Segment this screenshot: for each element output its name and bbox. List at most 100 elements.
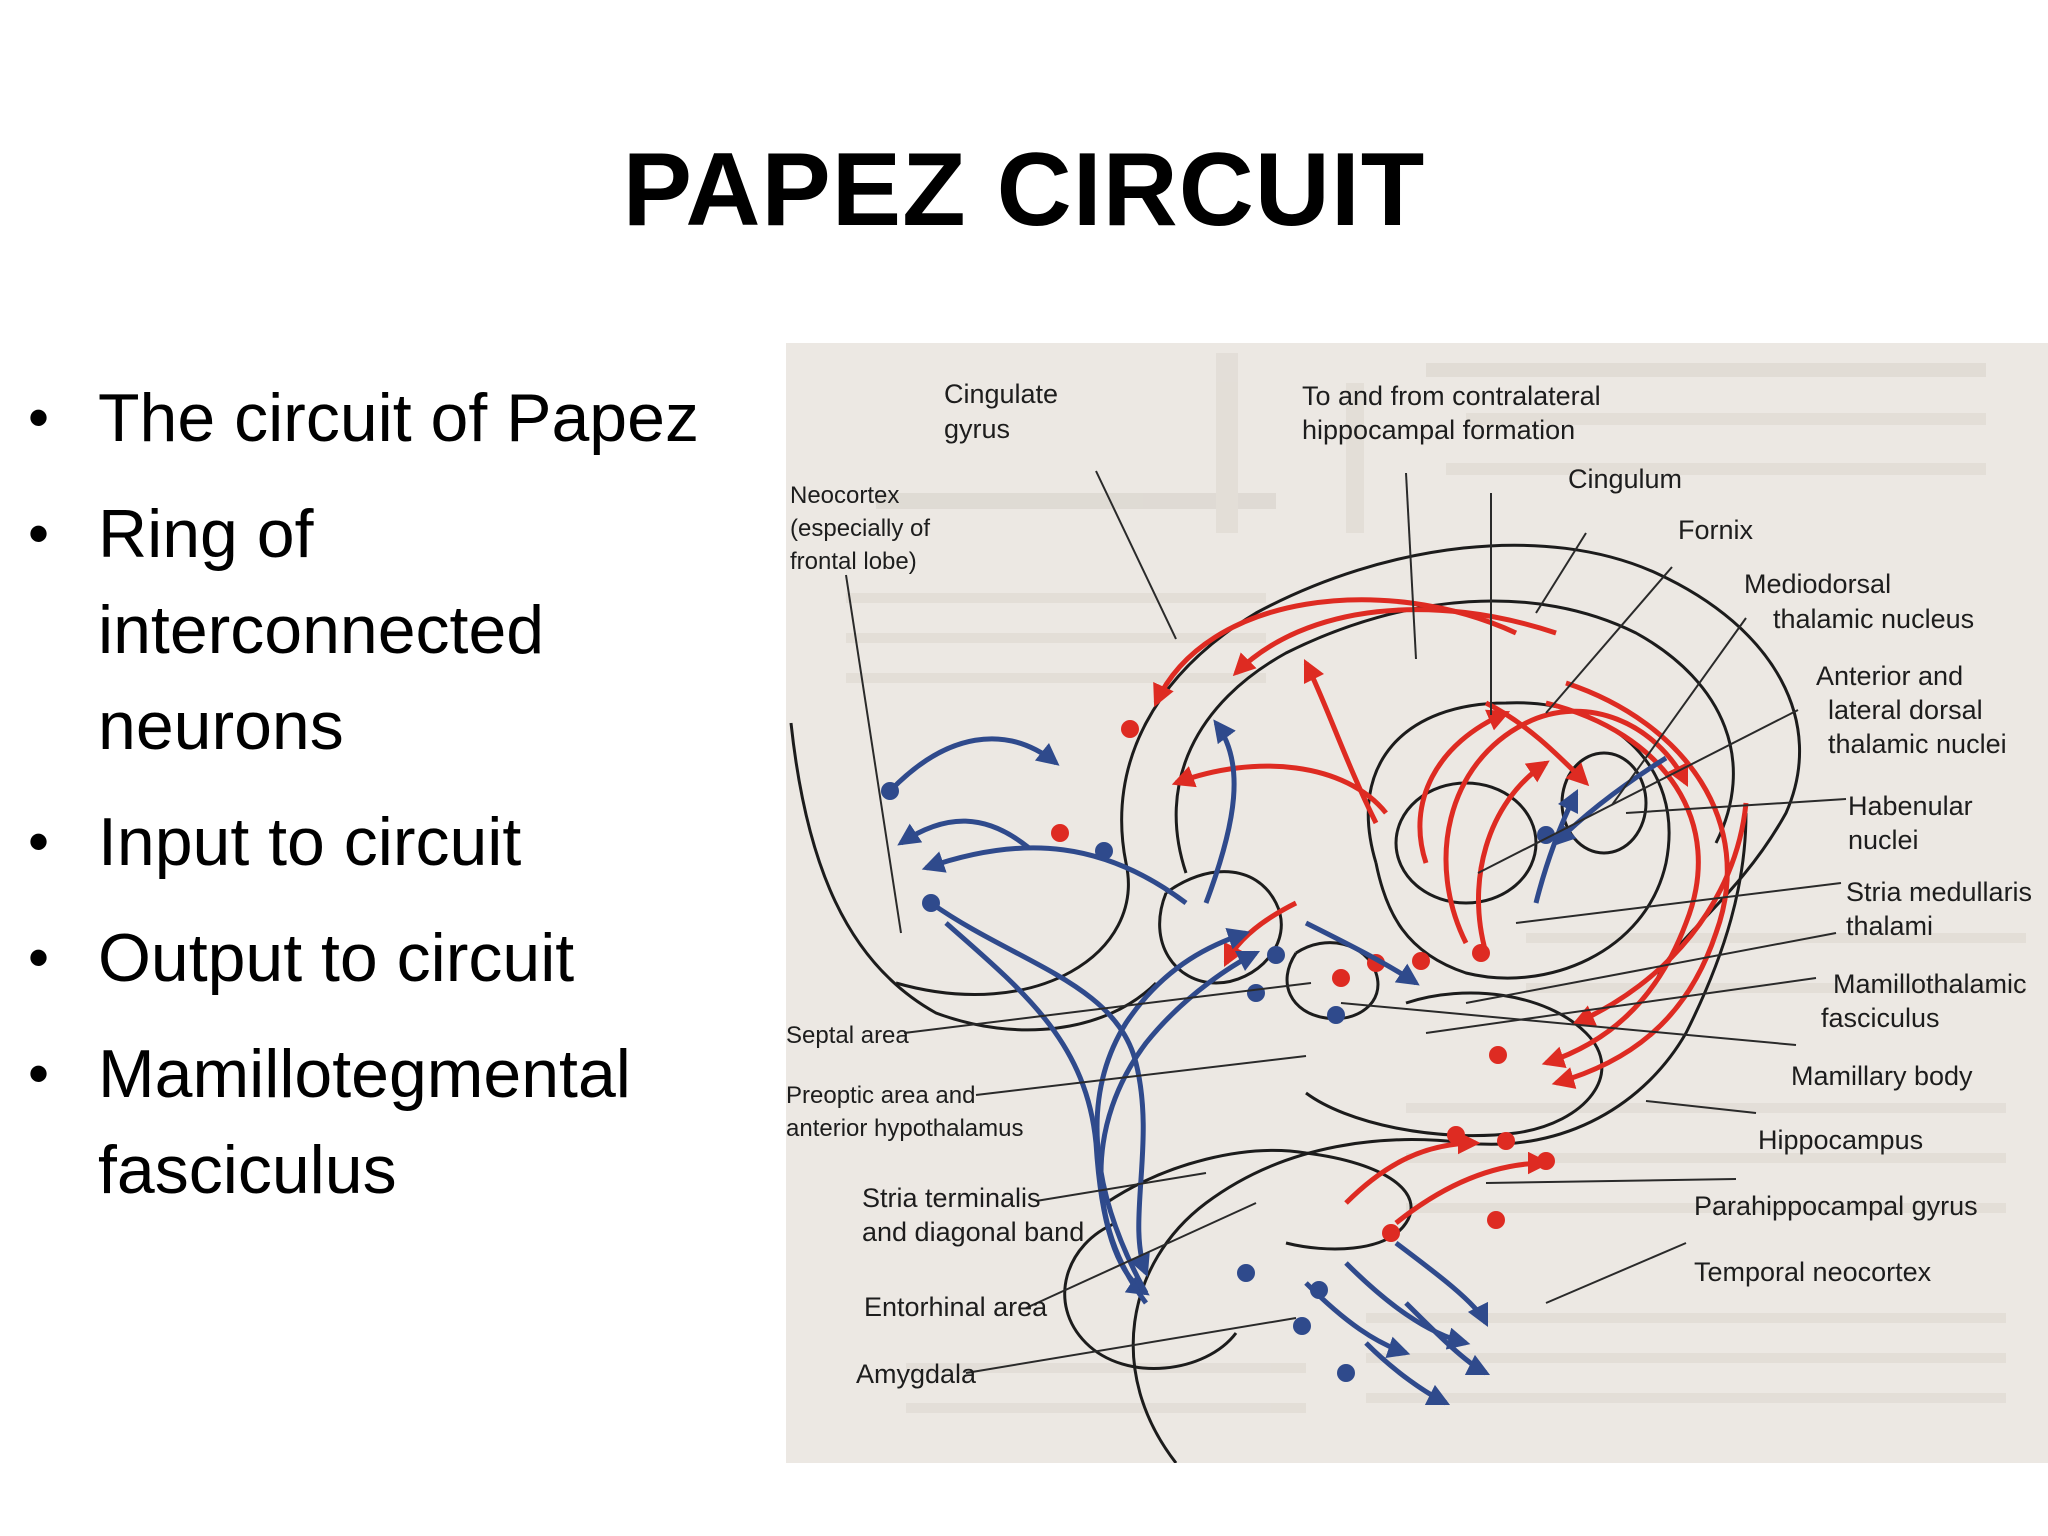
entorhinal-arrow [1394, 1241, 1489, 1328]
papez-circuit-figure: Cingulate gyrus Neocortex (especially of… [786, 343, 2048, 1463]
label-cingulum: Cingulum [1568, 464, 1682, 494]
mamillothalamic-arrow [1417, 709, 1511, 864]
label-mamillothalamic: Mamillothalamic [1833, 969, 2027, 999]
thalamus-body-outline [1366, 701, 1671, 980]
label-temporal-neocortex: Temporal neocortex [1694, 1257, 1932, 1287]
outer-cingulate-outline [895, 543, 1801, 997]
leader-lines [845, 470, 1847, 1374]
circuit-node [1121, 720, 1139, 738]
bullet-text: Mamillotegmental fasciculus [98, 1036, 631, 1208]
neocortex-input-arrow [888, 736, 1060, 793]
label-stria-medullaris: Stria medullaris [1846, 877, 2032, 907]
cingulate-to-hippocampal-arrow [1571, 802, 1749, 1026]
hippocampus-outline [1305, 991, 1604, 1138]
septal-output-arrow [1203, 719, 1237, 904]
circuit-node [1489, 1046, 1507, 1064]
mamillary-outline [1285, 941, 1380, 1021]
input-output-node [1537, 826, 1555, 844]
circuit-node [1472, 944, 1490, 962]
label-habenular: Habenular [1848, 791, 1973, 821]
circuit-node [1497, 1132, 1515, 1150]
thalamic-blue-arrow [1533, 788, 1579, 904]
label-stria-terminalis: Stria terminalis [862, 1183, 1041, 1213]
label-contralateral: To and from contralateral [1302, 381, 1601, 411]
label-fornix: Fornix [1678, 515, 1754, 545]
bullet-item: • Mamillotegmental fasciculus [20, 1026, 760, 1218]
bullet-dot-icon: • [28, 808, 50, 875]
input-output-node [881, 782, 899, 800]
diagonal-band-arrow [1094, 928, 1251, 1295]
label-parahippocampal: Parahippocampal gyrus [1694, 1191, 1978, 1221]
label-anterior-lateral-dorsal: lateral dorsal [1828, 695, 1983, 725]
bullet-dot-icon: • [28, 384, 50, 451]
input-output-node [1095, 842, 1113, 860]
amygdala-arrow [1364, 1341, 1451, 1406]
label-anterior-lateral-dorsal: Anterior and [1816, 661, 1963, 691]
input-output-node [1237, 1264, 1255, 1282]
hippocampal-arrow [1344, 1131, 1481, 1205]
input-output-node [1337, 1364, 1355, 1382]
diagonal-band-arrow [929, 900, 1150, 1278]
cingulum-arrow [1541, 700, 1701, 1068]
label-mediodorsal: Mediodorsal [1744, 569, 1891, 599]
label-mamillary-body: Mamillary body [1791, 1061, 1973, 1091]
label-neocortex: (especially of [790, 515, 930, 542]
papez-circuit-diagram: Cingulate gyrus Neocortex (especially of… [786, 343, 2048, 1463]
bullet-item: • Input to circuit [20, 794, 760, 890]
bullet-text: Output to circuit [98, 920, 575, 996]
label-anterior-lateral-dorsal: thalamic nuclei [1828, 729, 2007, 759]
label-stria-medullaris: thalami [1846, 911, 1933, 941]
paper-background [786, 343, 2048, 1463]
bullet-item: • The circuit of Papez [20, 370, 760, 466]
circuit-node [1537, 1152, 1555, 1170]
thalamic-to-cingulate-arrow [1171, 763, 1388, 815]
slide-title: PAPEZ CIRCUIT [622, 132, 1426, 248]
thalamic-to-cingulate-arrow [1303, 658, 1379, 825]
bleed-through-texture [846, 353, 2026, 1413]
bullet-dot-icon: • [28, 500, 50, 567]
label-amygdala: Amygdala [856, 1359, 977, 1389]
label-mamillothalamic: fasciculus [1821, 1003, 1940, 1033]
contralateral-arrow [1484, 700, 1590, 787]
papez-circuit-arrows [1051, 597, 1749, 1242]
label-cingulate-gyrus: gyrus [944, 414, 1010, 444]
bullet-item: • Output to circuit [20, 910, 760, 1006]
bullet-text: Input to circuit [98, 804, 522, 880]
circuit-node [1382, 1224, 1400, 1242]
circuit-node [1412, 952, 1430, 970]
input-output-node [1293, 1317, 1311, 1335]
circuit-node [1051, 824, 1069, 842]
label-preoptic: Preoptic area and [786, 1082, 975, 1109]
bullet-dot-icon: • [28, 1040, 50, 1107]
bullet-item: • Ring of interconnected neurons [20, 486, 760, 774]
label-hippocampus: Hippocampus [1758, 1125, 1923, 1155]
thalamic-blue-arrow [1552, 755, 1668, 847]
amygdala-arrow [1404, 1301, 1491, 1376]
label-contralateral: hippocampal formation [1302, 415, 1575, 445]
label-habenular: nuclei [1848, 825, 1919, 855]
entorhinal-arrow [1344, 1261, 1471, 1350]
neocortex-output-arrow [897, 818, 1031, 850]
fornix-arrow [1443, 708, 1689, 945]
hypothalamic-arrow [1304, 920, 1420, 986]
input-output-arrows [881, 719, 1668, 1406]
inner-cingulate-outline [1174, 599, 1735, 874]
input-output-node [1327, 1006, 1345, 1024]
label-septal-area: Septal area [786, 1022, 909, 1049]
label-stria-terminalis: and diagonal band [862, 1217, 1084, 1247]
label-preoptic: anterior hypothalamus [786, 1115, 1023, 1142]
input-output-node [922, 894, 940, 912]
bullet-dot-icon: • [28, 924, 50, 991]
input-output-node [1310, 1281, 1328, 1299]
cingulum-arrow [1551, 680, 1730, 1089]
label-cingulate-gyrus: Cingulate [944, 379, 1058, 409]
frontal-neocortex-outline [789, 722, 1158, 1032]
circuit-node [1487, 1211, 1505, 1229]
input-output-node [1267, 946, 1285, 964]
figure-labels: Cingulate gyrus Neocortex (especially of… [786, 379, 2032, 1389]
bullet-list: • The circuit of Papez • Ring of interco… [20, 370, 760, 1238]
circuit-node [1332, 969, 1350, 987]
circuit-node [1447, 1126, 1465, 1144]
amygdala-outline [1063, 1221, 1238, 1370]
label-entorhinal: Entorhinal area [864, 1292, 1048, 1322]
